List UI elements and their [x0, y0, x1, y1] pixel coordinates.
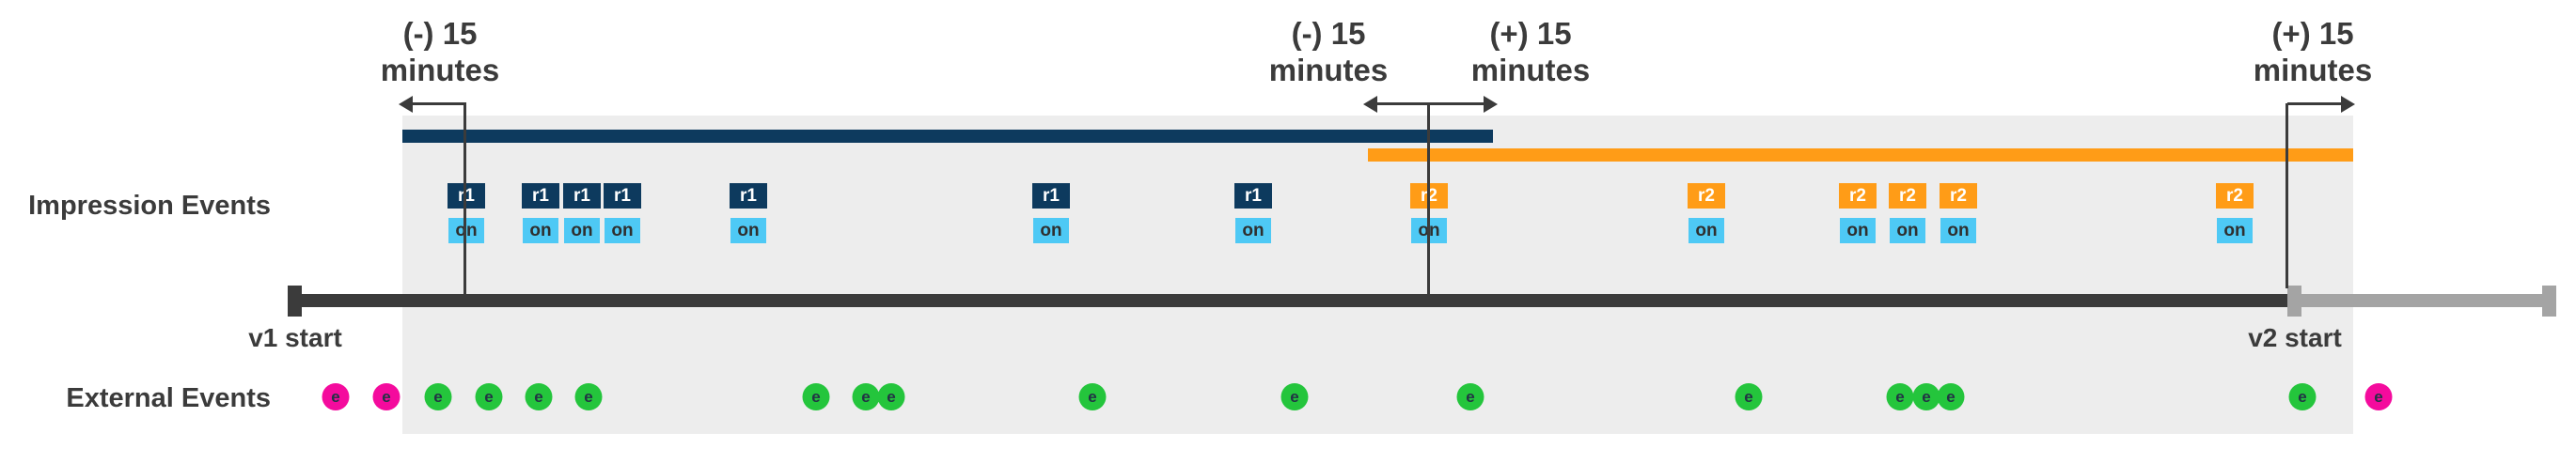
on-badge: on [448, 218, 484, 243]
v2-start-cap [2287, 286, 2301, 317]
plusminus15-arrow-line-mid [1375, 102, 1490, 105]
r1-first-impression-line [463, 103, 466, 294]
v1-timeline-bar [288, 294, 2287, 307]
impression-event-r2: r2 on [1889, 183, 1926, 243]
external-event-dot-green: e [475, 383, 503, 410]
r2-badge: r2 [2216, 183, 2254, 209]
on-badge: on [2217, 218, 2253, 243]
annotation-line2: minutes [380, 53, 500, 87]
r2-flight-bar [1368, 148, 2353, 162]
r1-badge: r1 [448, 183, 485, 209]
impression-event-r2: r2 on [2216, 183, 2254, 243]
external-event-dot-pink: e [372, 383, 401, 410]
annotation-minus15-mid: (-) 15 minutes [1269, 15, 1389, 88]
impression-event-r1: r1 on [1032, 183, 1070, 243]
r2-badge: r2 [1839, 183, 1877, 209]
external-event-dot-green: e [852, 383, 880, 410]
external-event-dot-green: e [574, 383, 603, 410]
impression-events-row-label: Impression Events [28, 191, 271, 221]
r2-badge: r2 [1889, 183, 1926, 209]
right-arrowhead-icon [1484, 96, 1498, 113]
external-event-dot-green: e [802, 383, 830, 410]
on-badge: on [1940, 218, 1976, 243]
plus15-arrow-line-right [2287, 102, 2346, 105]
external-event-dot-green: e [1937, 383, 1965, 410]
v2-start-line [2285, 103, 2288, 288]
annotation-line2: minutes [2253, 53, 2373, 87]
external-event-dot-green: e [2288, 383, 2317, 410]
left-arrowhead-icon [399, 96, 413, 113]
external-event-dot-green: e [1280, 383, 1309, 410]
external-event-dot-green: e [1912, 383, 1940, 410]
r1-flight-bar [402, 130, 1493, 143]
annotation-line2: minutes [1470, 53, 1591, 87]
annotation-line1: (-) 15 [402, 16, 478, 51]
annotation-line2: minutes [1268, 53, 1389, 87]
analysis-window-panel [402, 116, 2353, 434]
v2-timeline-bar [2301, 294, 2542, 307]
r1-badge: r1 [604, 183, 641, 209]
v1-start-label: v1 start [248, 323, 342, 352]
r1-badge: r1 [1234, 183, 1272, 209]
r1-badge: r1 [730, 183, 767, 209]
external-event-dot-pink: e [322, 383, 350, 410]
on-badge: on [730, 218, 766, 243]
annotation-line1: (+) 15 [2271, 16, 2354, 51]
v2-start-label: v2 start [2248, 323, 2342, 352]
external-event-dot-green: e [525, 383, 553, 410]
r1-badge: r1 [563, 183, 601, 209]
annotation-minus15-left: (-) 15 minutes [381, 15, 500, 88]
v2-timeline-end-cap [2542, 286, 2556, 317]
annotation-plus15-right: (+) 15 minutes [2254, 15, 2373, 88]
external-event-dot-pink: e [2364, 383, 2393, 410]
on-badge: on [1689, 218, 1724, 243]
annotation-line1: (+) 15 [1489, 16, 1572, 51]
external-event-dot-green: e [1078, 383, 1107, 410]
on-badge: on [1890, 218, 1925, 243]
on-badge: on [605, 218, 640, 243]
impression-event-r1: r1 on [563, 183, 601, 243]
v1-start-cap [288, 286, 302, 317]
impression-event-r1: r1 on [448, 183, 485, 243]
on-badge: on [523, 218, 558, 243]
impression-event-r2: r2 on [1940, 183, 1977, 243]
on-badge: on [1840, 218, 1876, 243]
external-event-dot-green: e [1886, 383, 1914, 410]
annotation-plus15-mid: (+) 15 minutes [1471, 15, 1591, 88]
r2-badge: r2 [1940, 183, 1977, 209]
impression-event-r1: r1 on [730, 183, 767, 243]
external-event-dot-green: e [877, 383, 905, 410]
right-arrowhead-icon [2341, 96, 2355, 113]
on-badge: on [564, 218, 600, 243]
impression-event-r1: r1 on [604, 183, 641, 243]
minus15-arrow-line-left [410, 102, 466, 105]
impression-event-r2: r2 on [1839, 183, 1877, 243]
on-badge: on [1033, 218, 1069, 243]
impression-event-r1: r1 on [522, 183, 559, 243]
annotation-line1: (-) 15 [1291, 16, 1366, 51]
impression-event-r2: r2 on [1688, 183, 1725, 243]
r2-first-impression-line [1427, 103, 1430, 294]
left-arrowhead-icon [1363, 96, 1377, 113]
external-event-dot-green: e [424, 383, 452, 410]
r1-badge: r1 [1032, 183, 1070, 209]
external-event-dot-green: e [1456, 383, 1484, 410]
external-event-dot-green: e [1735, 383, 1763, 410]
r1-badge: r1 [522, 183, 559, 209]
on-badge: on [1235, 218, 1271, 243]
external-events-row-label: External Events [66, 383, 271, 413]
r2-badge: r2 [1688, 183, 1725, 209]
impression-event-r1: r1 on [1234, 183, 1272, 243]
